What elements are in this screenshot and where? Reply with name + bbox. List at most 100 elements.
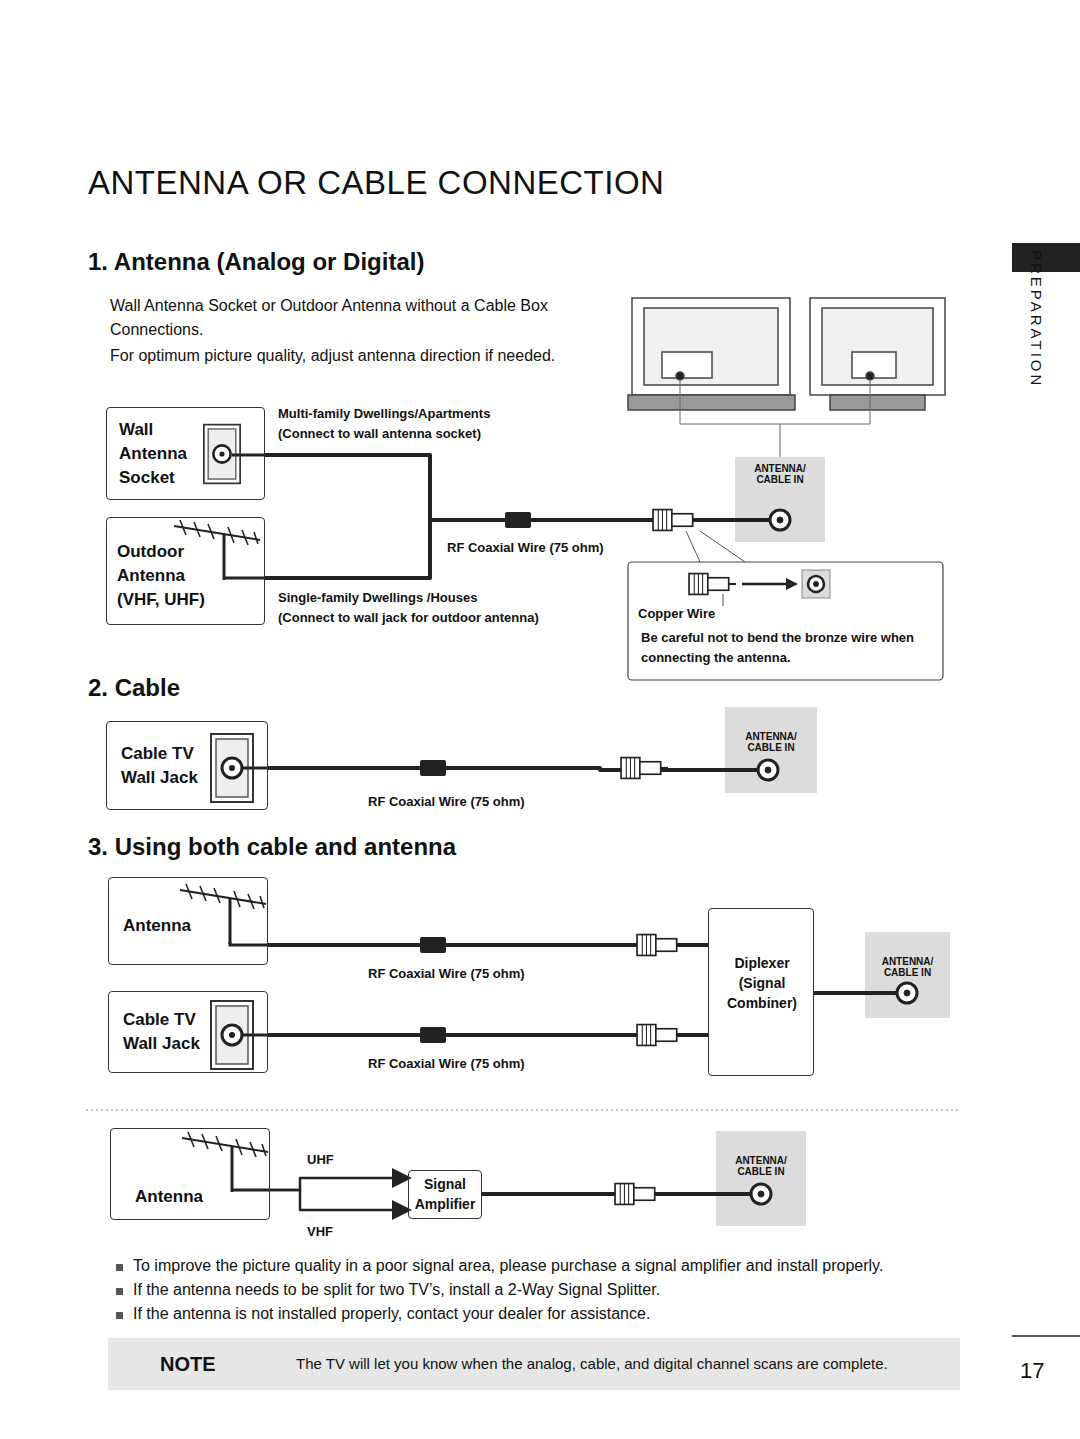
callout-arrowhead	[786, 578, 798, 590]
drawing-rect	[802, 570, 830, 598]
note-bar: NOTEThe TV will let you know when the an…	[108, 1338, 960, 1390]
drawing-path	[668, 1192, 751, 1196]
node-text: Diplexer (Signal Combiner)	[723, 953, 801, 1013]
drawing-path	[678, 768, 758, 772]
tv-rear-views	[628, 298, 945, 457]
callout-outline	[628, 562, 943, 680]
page-title: ANTENNA OR CABLE CONNECTION	[88, 164, 664, 202]
drawing-use	[182, 1132, 268, 1192]
drawing-rect	[505, 512, 531, 528]
intro-text: For optimum picture quality, adjust ante…	[110, 344, 555, 368]
antenna-box: Antenna	[108, 877, 268, 965]
drawing-use	[621, 758, 668, 779]
drawing-circle	[770, 510, 790, 530]
drawing-path	[232, 1189, 270, 1192]
coax-wire	[270, 1190, 407, 1210]
drawing-path	[686, 531, 700, 562]
wire-label: RF Coaxial Wire (75 ohm)	[368, 1056, 525, 1072]
page-rule	[1012, 1335, 1080, 1337]
wire-label: RF Coaxial Wire (75 ohm)	[447, 540, 604, 556]
drawing-path	[243, 1034, 268, 1037]
drawing-rect	[116, 1312, 123, 1319]
drawing-use	[180, 884, 266, 944]
drawing-rect	[822, 308, 933, 385]
drawing-circle	[897, 983, 917, 1003]
drawing-path	[680, 380, 870, 457]
drawing-use	[637, 1025, 684, 1046]
drawing-rect	[116, 1264, 123, 1271]
drawing-use	[689, 574, 736, 595]
antenna-input-panel: ANTENNA/ CABLE IN	[725, 707, 817, 793]
placement-note: (Connect to wall antenna socket)	[278, 426, 481, 442]
drawing-rect	[810, 298, 945, 395]
drawing-rect	[662, 352, 712, 378]
node-text: Cable TV Wall Jack	[121, 742, 203, 790]
drawing-use	[174, 520, 260, 580]
drawing-path	[700, 531, 745, 562]
coax-wire	[814, 991, 865, 995]
panel-leads	[668, 520, 950, 1194]
antenna-input-panel: ANTENNA/ CABLE IN	[735, 457, 825, 542]
node-text: Signal Amplifier	[412, 1174, 478, 1214]
jack-panels	[716, 457, 950, 1226]
node-text: ANTENNA/ CABLE IN	[721, 1155, 801, 1177]
antenna-box: Antenna	[110, 1128, 270, 1220]
drawing-path	[706, 518, 770, 522]
box-internal-wires	[224, 455, 270, 1190]
coax-wire	[270, 1178, 407, 1190]
drawing-use	[653, 510, 700, 531]
node-text: Be careful not to bend the bronze wire w…	[641, 628, 931, 668]
drawing-circle	[765, 767, 771, 773]
node-text: Outdoor Antenna (VHF, UHF)	[117, 540, 217, 612]
drawing-rect	[420, 1027, 446, 1043]
cable-wall-jack-box: Cable TV Wall Jack	[106, 721, 268, 810]
drawing-circle	[814, 582, 819, 587]
drawing-rect	[628, 395, 795, 410]
drawing-path	[723, 594, 724, 606]
bullets	[116, 1264, 123, 1319]
bullet-note: To improve the picture quality in a poor…	[133, 1257, 883, 1275]
drawing-rect	[420, 760, 446, 776]
wire-label: RF Coaxial Wire (75 ohm)	[368, 794, 525, 810]
drawing-circle	[676, 372, 684, 380]
placement-note: (Connect to wall jack for outdoor antenn…	[278, 610, 539, 626]
node-text: Antenna	[123, 914, 203, 938]
drawing-circle	[904, 990, 910, 996]
intro-text: Wall Antenna Socket or Outdoor Antenna w…	[110, 294, 600, 342]
drawing-rect	[644, 308, 778, 385]
drawing-rect	[716, 1131, 806, 1226]
section-tab	[1012, 243, 1080, 272]
section-heading: 3. Using both cable and antenna	[88, 833, 456, 861]
section-heading: 2. Cable	[88, 674, 180, 702]
node-text: Antenna	[135, 1185, 215, 1209]
drawing-rect	[865, 932, 950, 1018]
placement-note: Multi-family Dwellings/Apartments	[278, 406, 490, 422]
drawing-rect	[725, 707, 817, 793]
section-heading: 1. Antenna (Analog or Digital)	[88, 248, 424, 276]
drawing-circle	[751, 1184, 771, 1204]
drawing-circle	[808, 576, 824, 592]
wall-socket-box: Wall Antenna Socket	[106, 407, 265, 500]
drawing-path	[224, 577, 265, 580]
diplexer-box: Diplexer (Signal Combiner)	[708, 908, 814, 1076]
node-text: Cable TV Wall Jack	[123, 1008, 205, 1056]
wall-sockets	[204, 425, 253, 1069]
drawing-path	[865, 991, 897, 995]
drawing-path	[232, 454, 265, 457]
drawing-rect	[632, 298, 790, 395]
node-text: NOTE	[160, 1352, 240, 1376]
edge-label: UHF	[307, 1152, 334, 1167]
signal-amplifier-box: Signal Amplifier	[408, 1170, 482, 1219]
node-text: ANTENNA/ CABLE IN	[740, 463, 820, 485]
node-text: ANTENNA/ CABLE IN	[868, 956, 947, 978]
antenna-input-panel: ANTENNA/ CABLE IN	[865, 932, 951, 1018]
drawing-circle	[777, 517, 783, 523]
cable-wall-jack-box: Cable TV Wall Jack	[108, 991, 268, 1073]
placement-note: Single-family Dwellings /Houses	[278, 590, 477, 606]
antenna-input-panel: ANTENNA/ CABLE IN	[716, 1131, 806, 1226]
edge-label: VHF	[307, 1224, 333, 1239]
